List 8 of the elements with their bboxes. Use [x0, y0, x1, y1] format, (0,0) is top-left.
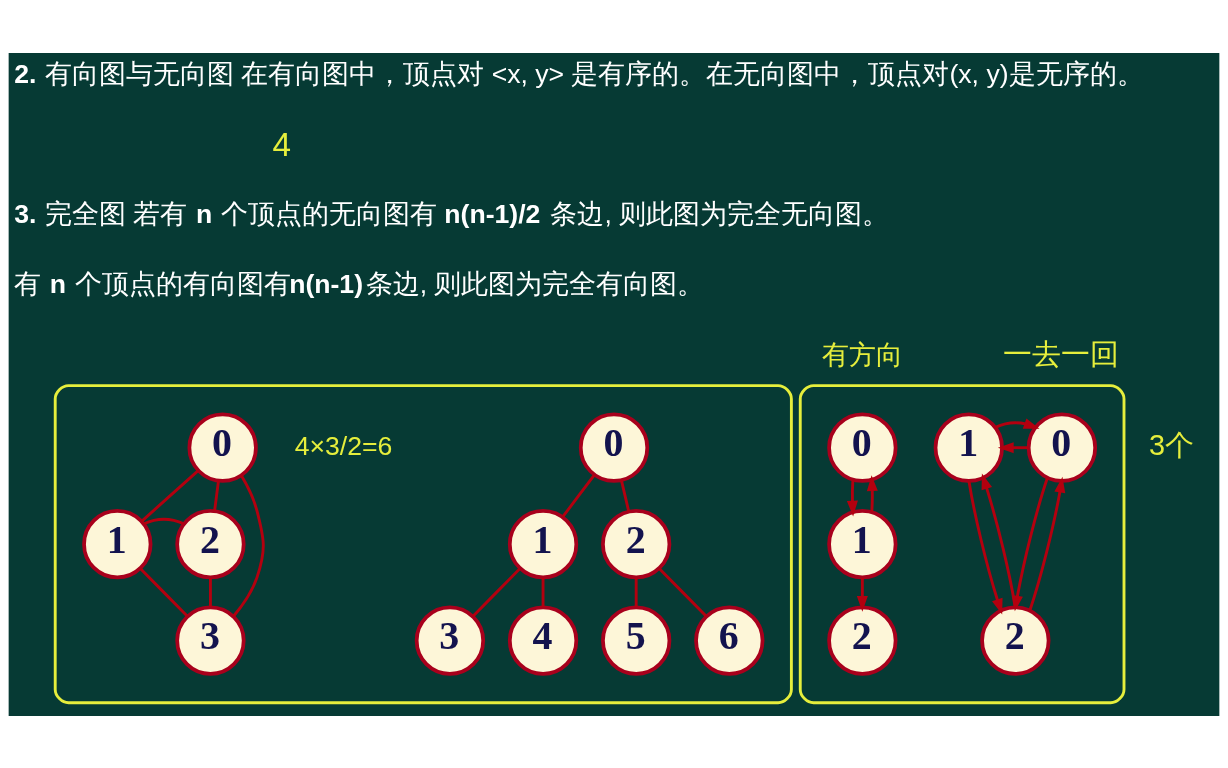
label: 有方向	[821, 339, 903, 370]
label: 3个	[1148, 428, 1194, 461]
label: 有 n 个顶点的有向图有n(n-1)条边, 则此图为完全有向图。	[14, 268, 705, 299]
label: 一去一回	[1003, 337, 1120, 370]
label: 4	[272, 125, 292, 163]
label: 2. 有向图与无向图 在有向图中，顶点对 <x, y> 是有序的。在无向图中，顶点对(x, y)是无序的。	[14, 58, 1144, 89]
label: 4×3/2=6	[294, 430, 393, 461]
label: 3. 完全图 若有 n 个顶点的无向图有 n(n-1)/2 条边, 则此图为完全无向图。	[14, 198, 890, 229]
